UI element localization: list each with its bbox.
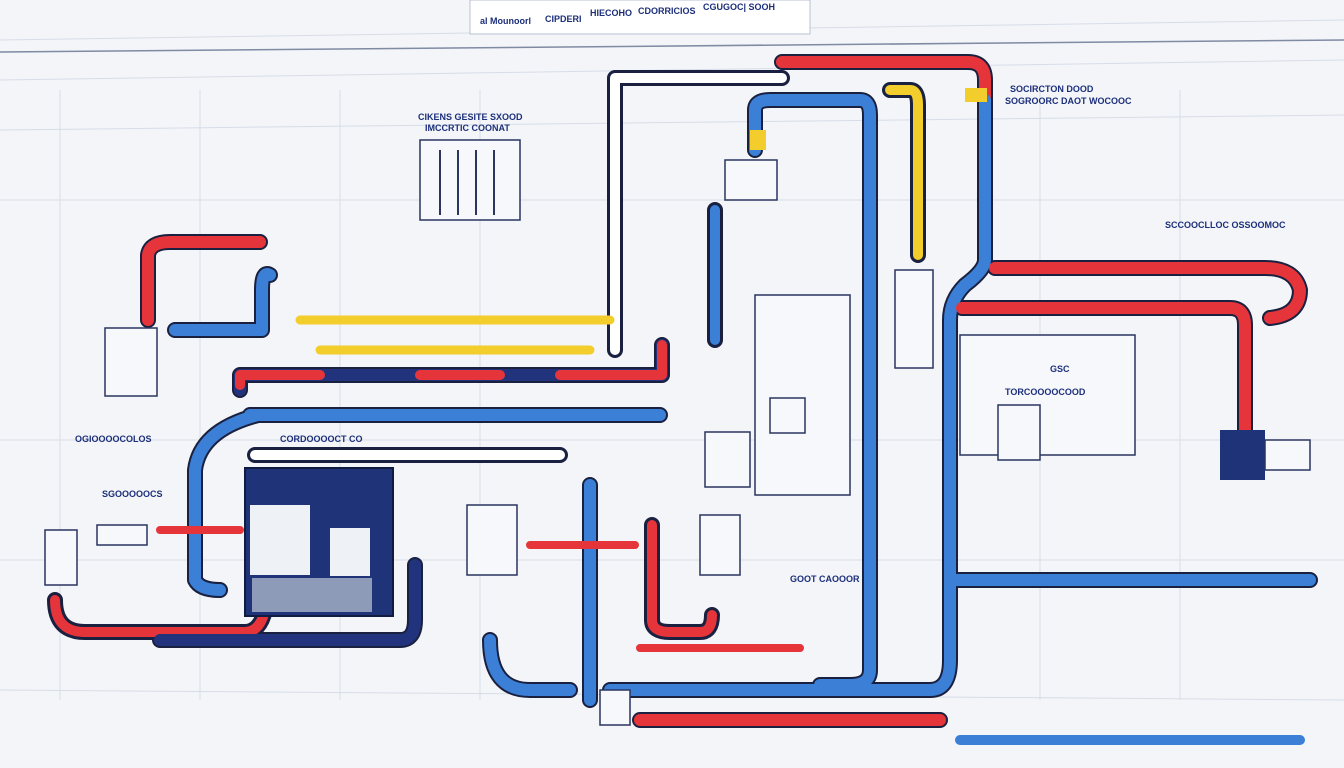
main-pipe-top: [610, 73, 787, 355]
annotation: IMCCRTIC COONAT: [425, 123, 510, 133]
header-label: CGUGOC| SOOH: [703, 2, 775, 12]
annotation: SOGROORC DAOT WOCOOC: [1005, 96, 1132, 106]
annotation: OGIOOOOCOLOS: [75, 434, 152, 444]
hot-segments: [235, 340, 667, 390]
main-pipe-bottom: [154, 559, 421, 646]
hot-loop: [647, 520, 717, 637]
cold-pipe-bottom: [484, 634, 576, 696]
hot-stubs: [156, 526, 804, 652]
annotation: TORCOOOOCOOD: [1005, 387, 1086, 397]
hot-pipe-right-lower: [956, 302, 1251, 436]
cold-pipe-bottom-right: [604, 574, 956, 696]
controller-2: [699, 514, 741, 576]
cold-pipe-riser: [749, 94, 876, 691]
header-label: al Mounoorl: [480, 16, 531, 26]
tank: [894, 269, 934, 369]
cold-pipe-left: [169, 268, 276, 336]
gas-pipe-riser: [885, 85, 923, 260]
cold-pipe-down: [189, 409, 264, 596]
annotation: CIKENS GESITE SXOOD: [418, 112, 523, 122]
header-label: CIPDERI: [545, 14, 582, 24]
hot-pipe-top: [776, 56, 991, 106]
heat-exchanger: [959, 334, 1136, 456]
annotation: CORDOOOOCT CO: [280, 434, 363, 444]
meter: [704, 431, 751, 488]
header-strip: al Mounoorl CIPDERI HIECOHO CDORRICIOS C…: [0, 0, 1344, 53]
annotation: SOCIRCTON DOOD: [1010, 84, 1094, 94]
grid: [0, 19, 1344, 701]
annotations: CIKENS GESITE SXOOD IMCCRTIC COONAT SOCI…: [75, 84, 1286, 584]
pump-unit: [104, 327, 158, 397]
hot-pipe-left: [142, 236, 266, 326]
header-label: HIECOHO: [590, 8, 632, 18]
hot-pipe-bottom-left: [50, 595, 270, 637]
hot-pipe-right-upper: [989, 262, 1306, 324]
annotation: GSC: [1050, 364, 1070, 374]
annotation: GOOT CAOOOR: [790, 574, 860, 584]
annotation: SCCOOCLLOC OSSOOMOC: [1165, 220, 1286, 230]
annotation: SGOOOOOCS: [102, 489, 163, 499]
boiler: [754, 294, 851, 496]
pipe-fills: [50, 56, 1316, 745]
sensor: [44, 529, 78, 586]
header-label: CDORRICIOS: [638, 6, 696, 16]
pump-right: [1220, 430, 1265, 480]
manifold: [419, 139, 521, 221]
controller: [466, 504, 518, 576]
valve-box: [724, 159, 778, 201]
cold-pipe-right: [944, 94, 1316, 586]
gas-pipes: [295, 315, 615, 355]
equipment: [44, 88, 1311, 726]
